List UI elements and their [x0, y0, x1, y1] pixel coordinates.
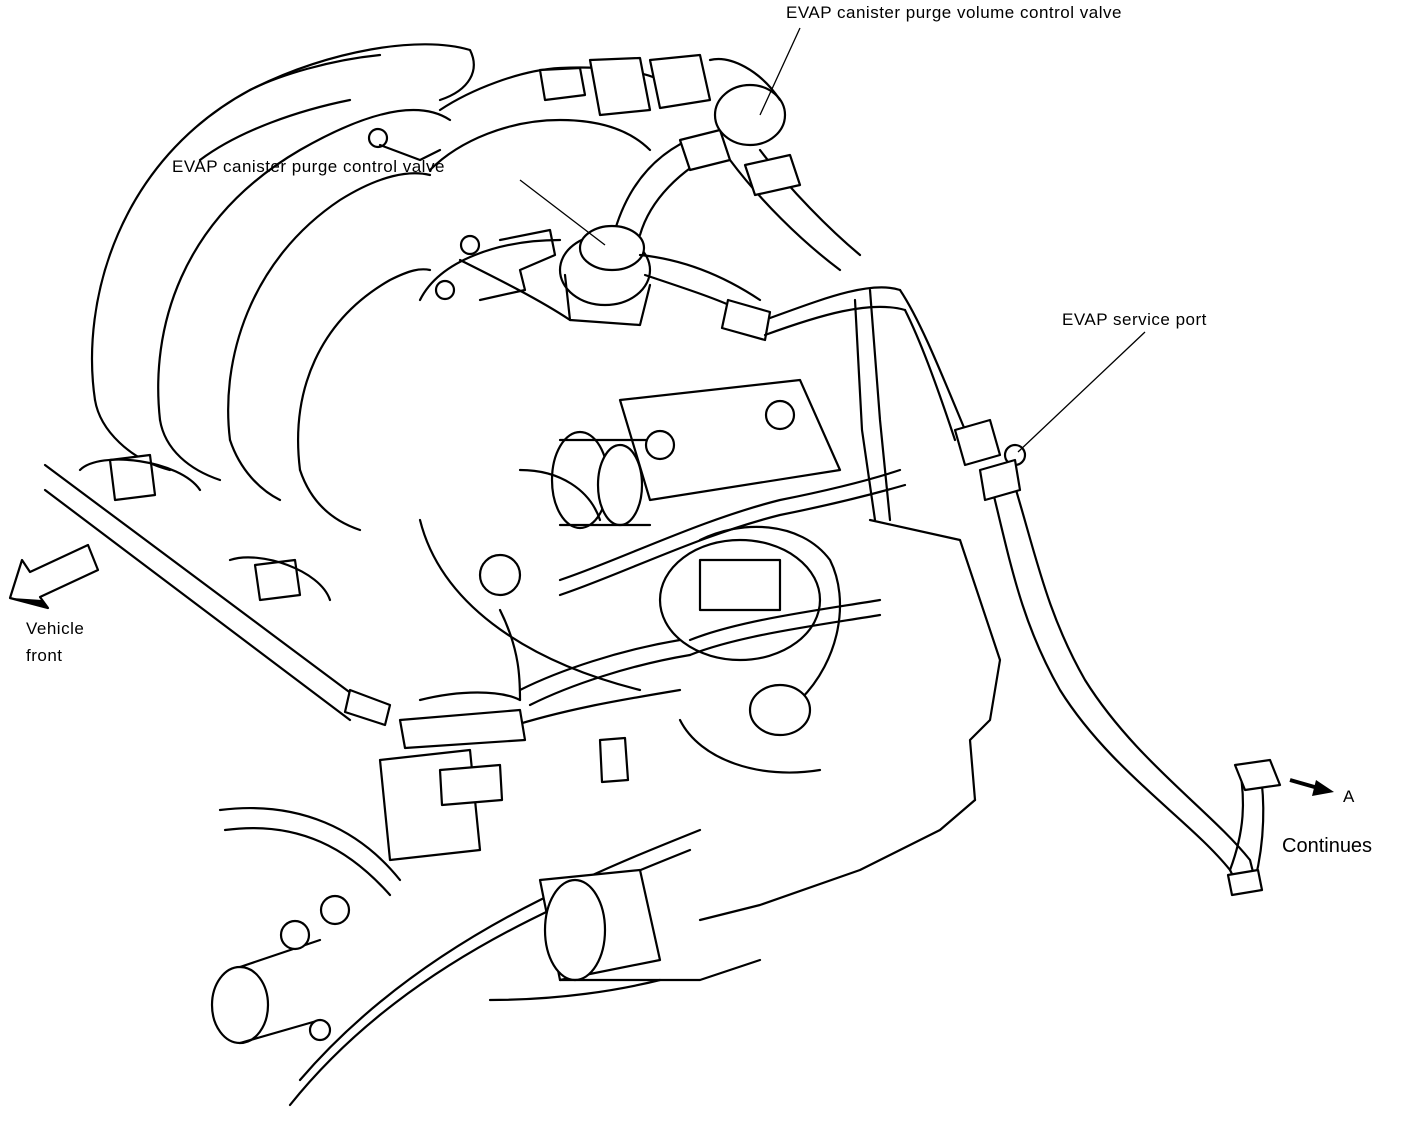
valve-cluster — [378, 708, 762, 1002]
fuel-rail — [43, 453, 392, 727]
label-purge-control-valve: EVAP canister purge control valve — [172, 157, 445, 176]
vacuum-lines — [418, 468, 907, 732]
purge-hoses-upper — [613, 57, 862, 272]
label-vehicle-front-line1: Vehicle — [26, 619, 85, 638]
label-continues: Continues — [1282, 835, 1373, 857]
vehicle-front-arrow-icon — [8, 543, 100, 610]
label-evap-service-port: EVAP service port — [1062, 310, 1207, 329]
label-purge-volume-control-valve: EVAP canister purge volume control valve — [786, 3, 1122, 22]
intake-manifold-runners — [90, 43, 475, 532]
engine-block — [418, 518, 1002, 922]
continues-arrow-icon — [1289, 778, 1334, 796]
evap-hose-to-canister — [978, 458, 1282, 897]
service-port-lines — [853, 288, 1027, 522]
leader-lines — [519, 27, 1146, 453]
label-vehicle-front-line2: front — [26, 646, 63, 665]
throttle-body — [478, 378, 842, 597]
label-marker-a: A — [1343, 787, 1355, 806]
intake-plenum — [367, 53, 712, 322]
purge-control-valve — [558, 224, 907, 342]
